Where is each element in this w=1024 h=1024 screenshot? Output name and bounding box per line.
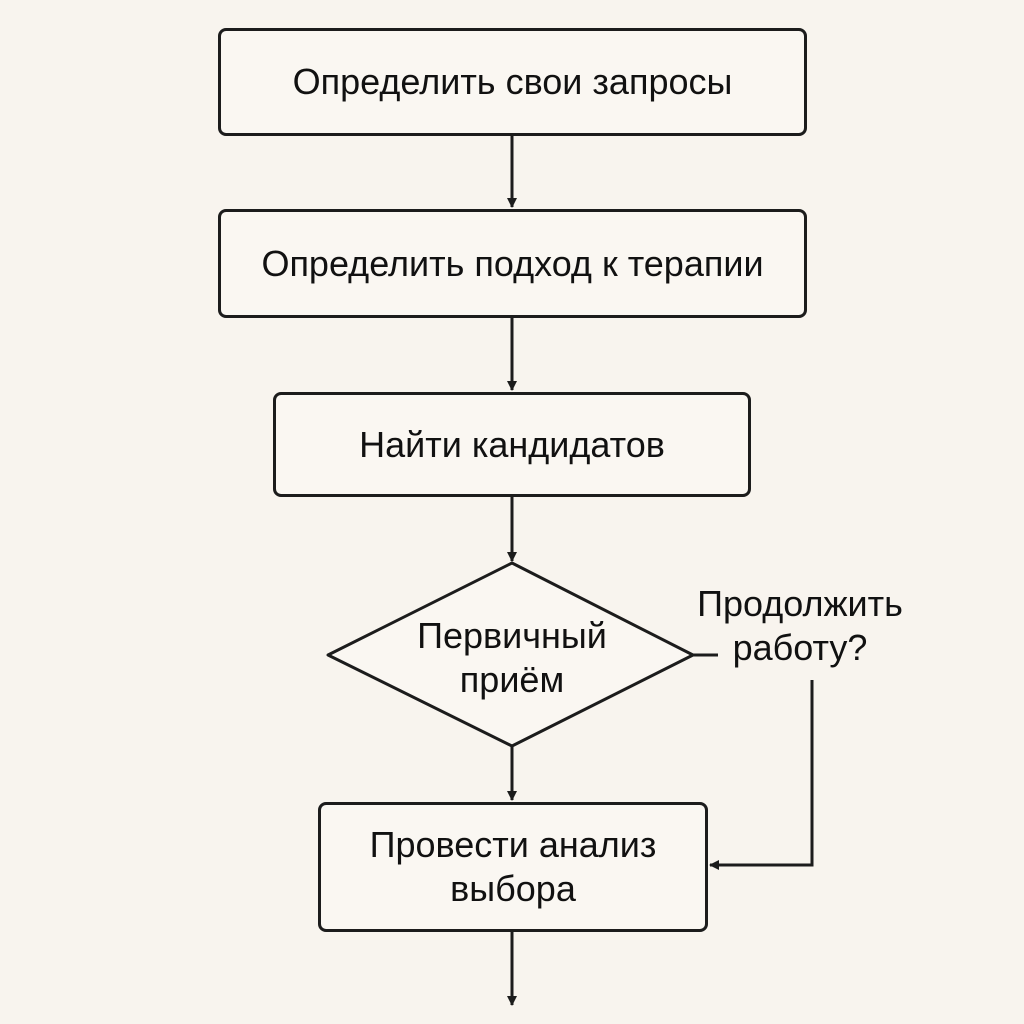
continue-loop-arrow: [709, 680, 814, 870]
decision-label: Первичный приём: [417, 615, 607, 700]
step-find-candidates: Найти кандидатов: [273, 392, 751, 497]
step-label: Провести анализ выбора: [369, 824, 657, 909]
step-label: Определить свои запросы: [292, 61, 733, 102]
step-define-requests: Определить свои запросы: [218, 28, 807, 136]
step-analyze-choice: Провести анализ выбора: [318, 802, 708, 932]
step-define-approach: Определить подход к терапии: [218, 209, 807, 318]
step-label: Найти кандидатов: [359, 423, 665, 465]
step-label: Определить подход к терапии: [261, 242, 764, 284]
decision-question: Продолжить работу?: [697, 583, 903, 668]
